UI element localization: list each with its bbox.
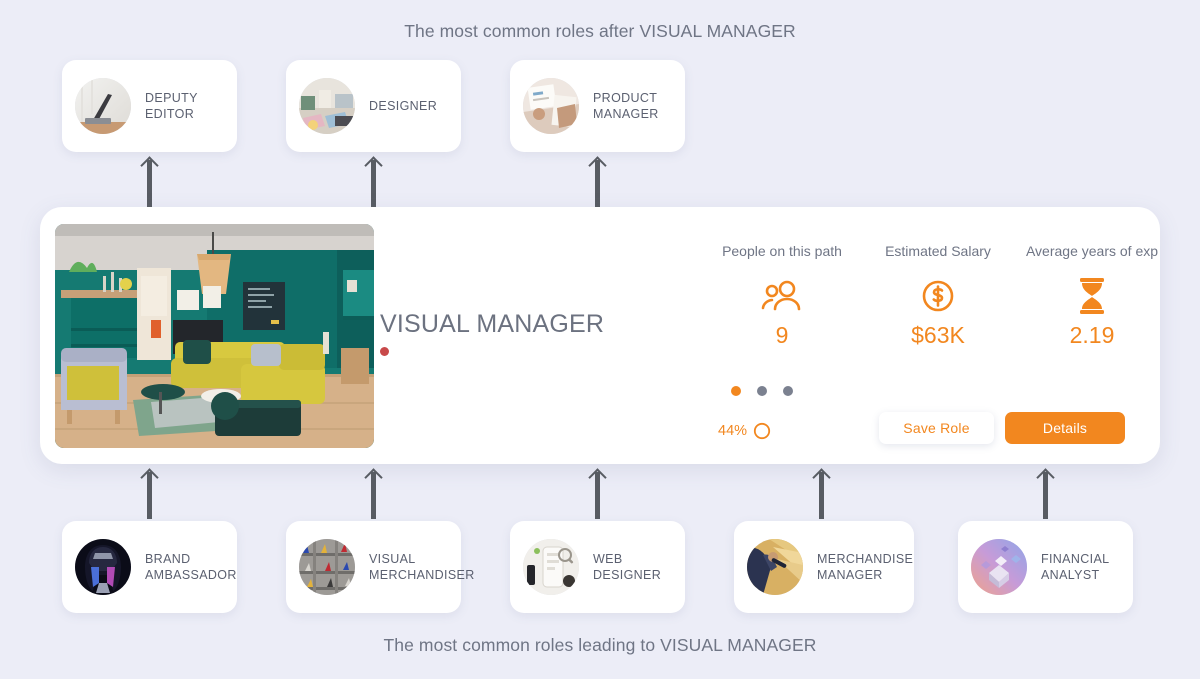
role-label: MERCHANDISE MANAGER	[817, 552, 914, 582]
current-role-card[interactable]: VISUAL MANAGER People on this path 9 Est…	[40, 207, 1160, 464]
stat-label: Average years of exp	[1025, 243, 1159, 259]
abstract-photo-thumb	[971, 539, 1027, 595]
hands-paper-photo-thumb	[523, 78, 579, 134]
previous-role-card-brand-ambassador[interactable]: BRAND AMBASSADOR	[62, 521, 237, 613]
connector-arrow-up	[812, 468, 831, 519]
helmet-photo-thumb	[75, 539, 131, 595]
stat-estimated-salary: Estimated Salary $63K	[838, 243, 1038, 349]
current-role-marker-dot	[380, 347, 389, 356]
match-progress-indicator: 44%	[718, 422, 771, 440]
role-label: FINANCIAL ANALYST	[1041, 552, 1110, 582]
previous-role-card-merchandise-manager[interactable]: MERCHANDISE MANAGER	[734, 521, 914, 613]
design-desk-photo-thumb	[299, 78, 355, 134]
stat-average-years-of-exp: Average years of exp 2.19	[992, 243, 1192, 349]
progress-ring-icon	[753, 422, 771, 440]
connector-arrow-up	[588, 468, 607, 519]
next-role-card-deputy-editor[interactable]: DEPUTY EDITOR	[62, 60, 237, 152]
stat-value: 9	[775, 322, 789, 348]
stat-label: People on this path	[722, 243, 842, 259]
role-label: VISUAL MERCHANDISER	[369, 552, 475, 582]
stat-people-on-this-path: People on this path 9	[682, 243, 882, 349]
previous-role-card-web-designer[interactable]: WEB DESIGNER	[510, 521, 685, 613]
connector-arrow-up	[588, 156, 607, 207]
worker-photo-thumb	[747, 539, 803, 595]
carousel-dots[interactable]	[542, 383, 982, 401]
details-button[interactable]: Details	[1005, 412, 1125, 444]
stat-value: 2.19	[1069, 322, 1115, 348]
role-label: DEPUTY EDITOR	[145, 91, 198, 121]
caption-previous-roles: The most common roles leading to VISUAL …	[383, 635, 817, 655]
stat-value: $63K	[911, 322, 965, 348]
next-role-card-designer[interactable]: DESIGNER	[286, 60, 461, 152]
role-label: BRAND AMBASSADOR	[145, 552, 237, 582]
dollar-coin-icon	[838, 276, 1038, 316]
showroom-interior-photo	[55, 224, 374, 448]
save-role-button[interactable]: Save Role	[879, 412, 994, 444]
phone-mockup-photo-thumb	[523, 539, 579, 595]
role-label: DESIGNER	[369, 99, 438, 113]
shoe-display-photo-thumb	[299, 539, 355, 595]
connector-arrow-up	[140, 468, 159, 519]
hourglass-icon	[992, 276, 1192, 316]
connector-arrow-up	[1036, 468, 1055, 519]
caption-next-roles: The most common roles after VISUAL MANAG…	[404, 21, 796, 41]
previous-role-card-visual-merchandiser[interactable]: VISUAL MERCHANDISER	[286, 521, 474, 613]
carousel-dot-3[interactable]	[783, 386, 794, 396]
connector-arrow-up	[364, 468, 383, 519]
match-percent-label: 44%	[718, 423, 748, 439]
role-label: WEB DESIGNER	[593, 552, 662, 582]
people-icon	[682, 276, 882, 316]
connector-arrow-up	[140, 156, 159, 207]
laptop-photo-thumb	[75, 78, 131, 134]
current-role-title: VISUAL MANAGER	[380, 310, 605, 338]
carousel-dot-1[interactable]	[730, 386, 741, 396]
role-label: PRODUCT MANAGER	[593, 91, 659, 121]
connector-arrow-up	[364, 156, 383, 207]
carousel-dot-2[interactable]	[757, 386, 767, 396]
next-role-card-product-manager[interactable]: PRODUCT MANAGER	[510, 60, 685, 152]
stat-label: Estimated Salary	[885, 243, 991, 259]
previous-role-card-financial-analyst[interactable]: FINANCIAL ANALYST	[958, 521, 1133, 613]
